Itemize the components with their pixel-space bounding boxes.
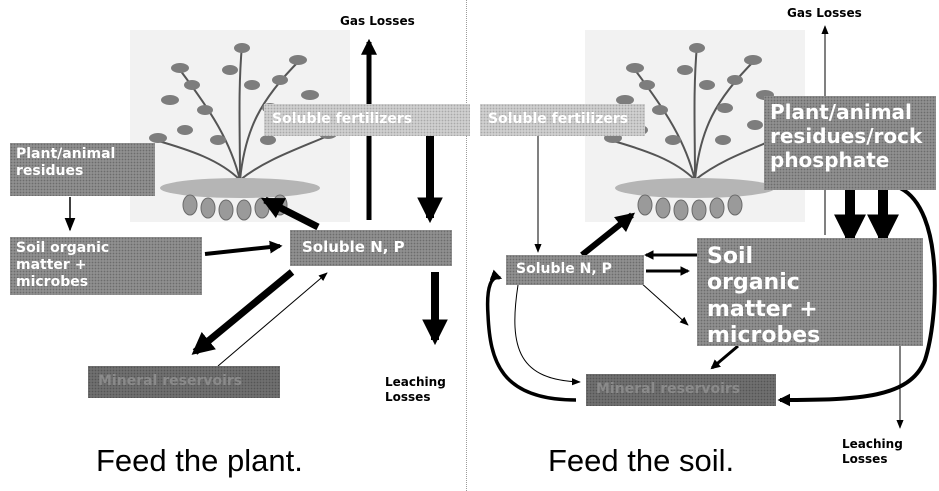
soil-organic-matter-box-left: Soil organic matter + microbes — [10, 237, 202, 295]
arrow-soluble-to-som-diagonal-right — [639, 281, 689, 326]
plant-animal-residues-box-left: Plant/animal residues — [10, 143, 155, 196]
soluble-np-box-left: Soluble N, P — [290, 230, 452, 266]
arrow-soluble-to-plant-left — [261, 196, 320, 231]
caption-feed-the-plant: Feed the plant. — [96, 443, 303, 478]
arrow-soluble-to-mineral-left — [191, 269, 295, 355]
leaching-losses-label-left: Leaching Losses — [385, 375, 446, 404]
arrow-mineral-to-soluble-left — [217, 272, 328, 367]
soluble-fertilizers-box-right: Soluble fertilizers — [480, 104, 645, 136]
arrow-mineral-to-soluble-right — [485, 269, 577, 402]
gas-losses-label-left: Gas Losses — [340, 14, 415, 28]
arrow-som-to-mineral-right — [710, 344, 739, 370]
gas-losses-label-right: Gas Losses — [787, 6, 862, 20]
soluble-fertilizers-box-left: Soluble fertilizers — [264, 104, 470, 136]
arrow-som-to-soluble-left — [204, 240, 283, 256]
mineral-reservoirs-box-right: Mineral reservoirs — [586, 374, 776, 406]
arrow-soluble-to-plant-right — [580, 212, 635, 258]
arrow-soluble-to-mineral-right — [514, 284, 581, 386]
caption-feed-the-soil: Feed the soil. — [548, 443, 735, 478]
arrow-residues-to-mineral-right — [777, 186, 937, 407]
mineral-reservoirs-box-left: Mineral reservoirs — [88, 366, 280, 398]
leaching-losses-label-right: Leaching Losses — [842, 437, 903, 466]
plant-animal-residues-rock-phosphate-box-right: Plant/animal residues/rock phosphate — [764, 96, 936, 190]
panel-divider — [466, 0, 467, 491]
soil-organic-matter-box-right: Soil organic matter + microbes — [697, 238, 923, 346]
soluble-np-box-right: Soluble N, P — [506, 255, 644, 285]
